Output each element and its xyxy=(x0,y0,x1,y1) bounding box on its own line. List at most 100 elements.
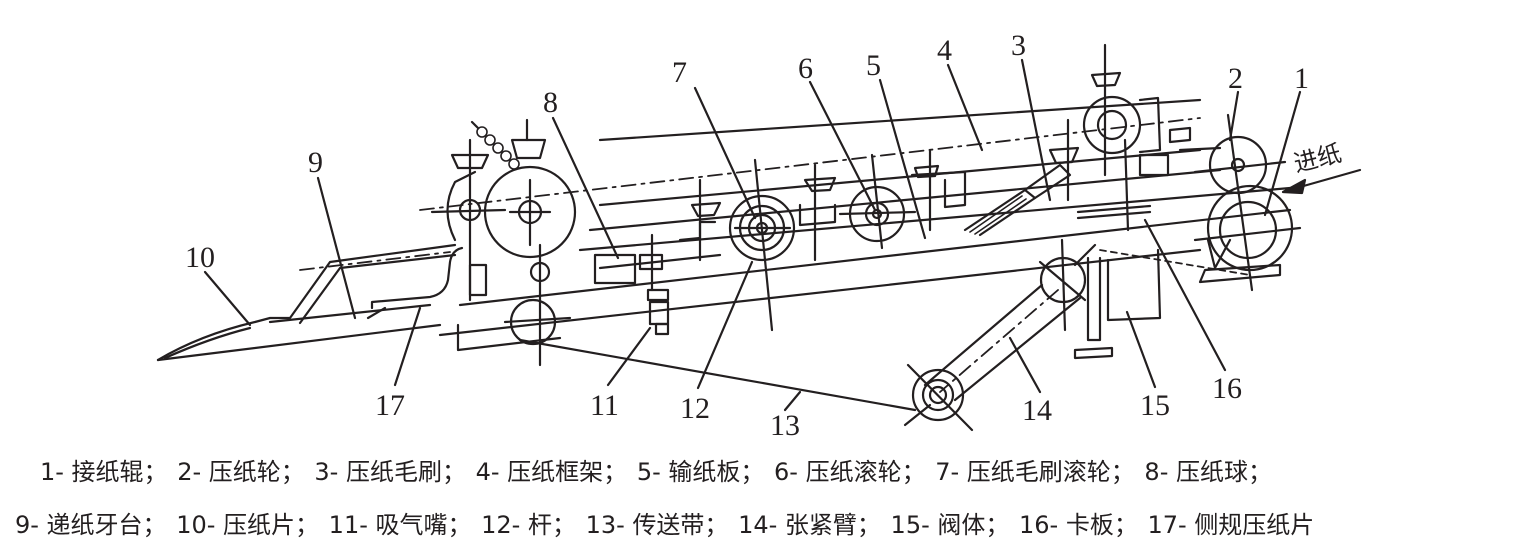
pressing-wheel-hub xyxy=(1230,157,1246,173)
conveyor-belt-13 xyxy=(518,338,917,412)
callout-8: 8 xyxy=(543,86,558,119)
wheel-2-axis xyxy=(1193,160,1287,174)
table-mid-line xyxy=(268,303,432,324)
leader-14 xyxy=(1008,336,1042,394)
callout-16: 16 xyxy=(1212,372,1242,405)
side-lay-sheet-17 xyxy=(370,246,464,310)
leader-12 xyxy=(696,260,754,390)
lower-pulley-cross-1 xyxy=(906,363,974,432)
leader-6 xyxy=(808,80,877,212)
belt-dotted xyxy=(1099,249,1251,276)
brush-bristle-2 xyxy=(974,198,1027,235)
table-inner-edge xyxy=(298,253,457,325)
leader-2 xyxy=(1228,90,1240,142)
callout-6: 6 xyxy=(798,52,813,85)
callout-13: 13 xyxy=(770,409,800,440)
pivot-housing xyxy=(1082,95,1142,155)
chain xyxy=(470,120,520,170)
callout-1: 1 xyxy=(1294,62,1309,95)
roller-knob xyxy=(803,176,837,193)
callout-15: 15 xyxy=(1140,389,1170,422)
legend-item-1: 1- 接纸辊； xyxy=(40,458,168,486)
legend-item-9: 9- 递纸牙台； xyxy=(15,511,167,539)
leader-11 xyxy=(606,326,652,387)
suction-nozzle-body xyxy=(648,300,670,326)
mid-rail xyxy=(588,168,1222,232)
legend-item-8: 8- 压纸球； xyxy=(1144,458,1272,486)
callout-3: 3 xyxy=(1011,29,1026,62)
callout-17: 17 xyxy=(375,389,405,422)
table-dash xyxy=(299,251,451,271)
legend-item-3: 3- 压纸毛刷； xyxy=(314,458,466,486)
tension-pulley-lower-mid xyxy=(921,378,955,412)
left-block xyxy=(468,263,488,297)
callout-11: 11 xyxy=(590,389,619,422)
lower-pulley-cross-2 xyxy=(903,403,932,427)
callout-numbers: 1 2 3 4 5 6 7 8 9 10 11 12 13 14 15 16 1… xyxy=(185,29,1309,440)
pulley-axis xyxy=(503,316,572,324)
chain-end xyxy=(470,120,480,130)
feed-table-tongue xyxy=(156,243,464,362)
pressing-roller-axis-v xyxy=(870,153,884,250)
callout-12: 12 xyxy=(680,392,710,425)
roller-vertical-axis xyxy=(1226,113,1254,292)
pressing-brush-3 xyxy=(963,118,1080,237)
tension-arm-edge-1 xyxy=(923,283,1044,387)
mechanism-diagram: 进纸 1 2 3 4 5 6 7 8 9 10 11 12 13 14 xyxy=(156,29,1362,440)
table-upper-edge xyxy=(156,243,457,362)
brush-roller-outer xyxy=(728,194,796,262)
clamp-plate-16-bottom xyxy=(1076,210,1152,220)
leader-1 xyxy=(1263,90,1302,217)
leader-9 xyxy=(316,176,357,320)
callout-2: 2 xyxy=(1228,62,1243,95)
leader-16 xyxy=(1143,218,1227,372)
brush-holder xyxy=(1023,163,1072,200)
leader-3 xyxy=(1020,58,1052,202)
leader-8 xyxy=(551,116,620,260)
tension-pulley-lower-outer xyxy=(911,368,965,422)
legend-item-12: 12- 杆； xyxy=(481,511,576,539)
pivot-inner xyxy=(1096,109,1128,141)
callout-7: 7 xyxy=(672,56,687,89)
lower-bracket xyxy=(456,323,562,352)
suction-nozzle-top xyxy=(646,288,670,302)
table-joint xyxy=(366,306,387,320)
legend-item-16: 16- 卡板； xyxy=(1019,511,1138,539)
feed-board-bottom xyxy=(458,208,1292,307)
lower-rail xyxy=(438,248,1202,337)
bracket-a xyxy=(910,170,967,209)
pivot-lower-shaft xyxy=(1123,138,1130,232)
small-roller-bracket xyxy=(446,170,477,242)
pivot-bracket xyxy=(1138,96,1162,154)
upper-right-pivot xyxy=(1076,43,1222,232)
roller-1-axis xyxy=(1193,226,1302,242)
callout-10: 10 xyxy=(185,241,215,274)
small-roller-axis xyxy=(430,208,507,214)
legend-item-6: 6- 压纸滚轮； xyxy=(774,458,926,486)
valve-rod xyxy=(1086,256,1102,342)
brush-roller-7 xyxy=(728,158,796,332)
receiving-roller-1-inner xyxy=(1218,200,1278,260)
roller-support xyxy=(1206,238,1232,270)
tension-arm-edge-2 xyxy=(953,296,1082,402)
callout-14: 14 xyxy=(1022,394,1052,427)
legend-item-4: 4- 压纸框架； xyxy=(475,458,628,486)
roller-link xyxy=(798,203,837,227)
clamp-plate-16-top xyxy=(1076,204,1152,214)
leader-4 xyxy=(946,63,984,152)
callout-9: 9 xyxy=(308,146,323,179)
brush-bristle-1 xyxy=(969,195,1023,233)
frame-centerline xyxy=(419,117,1201,211)
tension-pulley-vertical xyxy=(1060,238,1067,332)
feed-direction-label: 进纸 xyxy=(1291,139,1344,178)
tension-pulley-spoke xyxy=(1073,243,1097,267)
ball-housing xyxy=(593,253,637,285)
frame-top-rail xyxy=(598,98,1202,142)
callout-4: 4 xyxy=(937,34,952,67)
callout-5: 5 xyxy=(866,49,881,82)
legend-item-14: 14- 张紧臂； xyxy=(738,511,881,539)
legend-item-10: 10- 压纸片； xyxy=(176,511,320,539)
pressing-sheet-10 xyxy=(163,326,252,360)
tension-arm-center xyxy=(939,289,1059,393)
legend-item-5: 5- 输纸板； xyxy=(636,458,765,486)
